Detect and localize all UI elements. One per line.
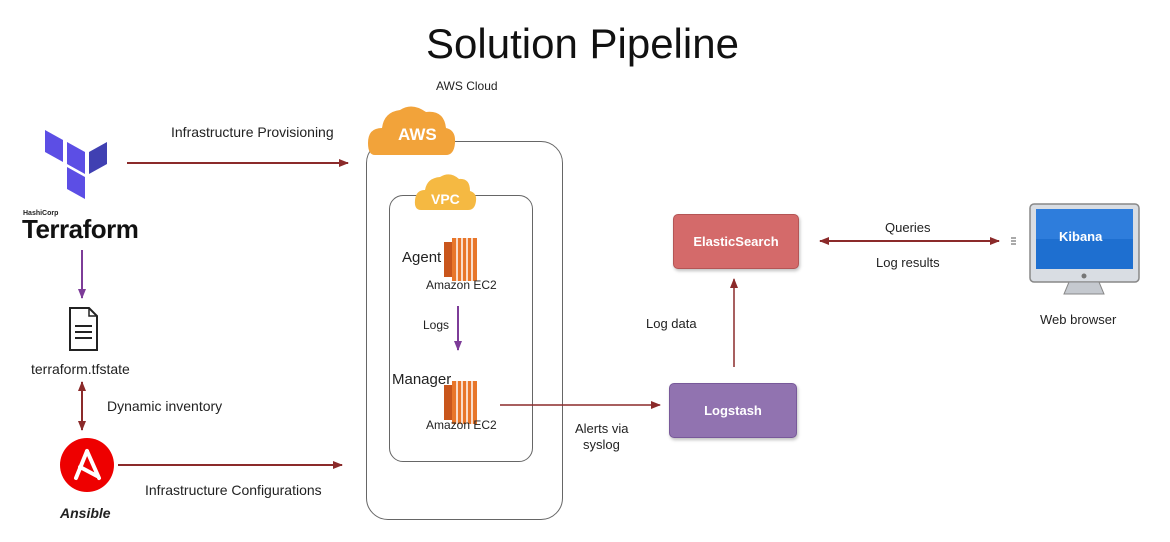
- elasticsearch-node: ElasticSearch: [673, 214, 799, 269]
- log-data-label: Log data: [646, 316, 697, 331]
- aws-cloud-icon: [368, 106, 456, 155]
- agent-ec2-caption: Amazon EC2: [426, 278, 497, 292]
- monitor-icon: [1029, 203, 1140, 295]
- hashicorp-label: HashiCorp: [23, 210, 59, 217]
- tfstate-label: terraform.tfstate: [31, 361, 130, 377]
- terraform-logo-text: Terraform: [22, 214, 139, 244]
- aws-badge-label: AWS: [398, 125, 437, 144]
- aws-cloud-label: AWS Cloud: [436, 79, 498, 93]
- page-title: Solution Pipeline: [426, 20, 739, 67]
- logs-label: Logs: [423, 318, 450, 332]
- document-icon: [69, 307, 98, 351]
- log-results-label: Log results: [876, 255, 940, 270]
- manager-ec2-caption: Amazon EC2: [426, 418, 497, 432]
- alerts-label-line1: Alerts via: [575, 421, 629, 436]
- provisioning-label: Infrastructure Provisioning: [171, 124, 334, 140]
- queries-label: Queries: [885, 220, 931, 235]
- web-browser-label: Web browser: [1040, 312, 1117, 327]
- alerts-label-line2: syslog: [583, 437, 620, 452]
- configurations-label: Infrastructure Configurations: [145, 482, 322, 498]
- dynamic-inventory-label: Dynamic inventory: [107, 398, 223, 414]
- vpc-badge-label: VPC: [431, 191, 460, 207]
- terraform-icon: [45, 130, 107, 199]
- kibana-label: Kibana: [1059, 229, 1103, 244]
- agent-label: Agent: [402, 249, 442, 266]
- ansible-icon: [60, 438, 114, 492]
- manager-label: Manager: [392, 371, 452, 388]
- logstash-node: Logstash: [669, 383, 797, 438]
- ec2-manager-icon: [444, 381, 477, 424]
- ansible-label: Ansible: [60, 505, 111, 521]
- vpc-cloud-icon: [414, 174, 477, 210]
- list-icon: [1011, 237, 1016, 245]
- ec2-agent-icon: [444, 238, 477, 281]
